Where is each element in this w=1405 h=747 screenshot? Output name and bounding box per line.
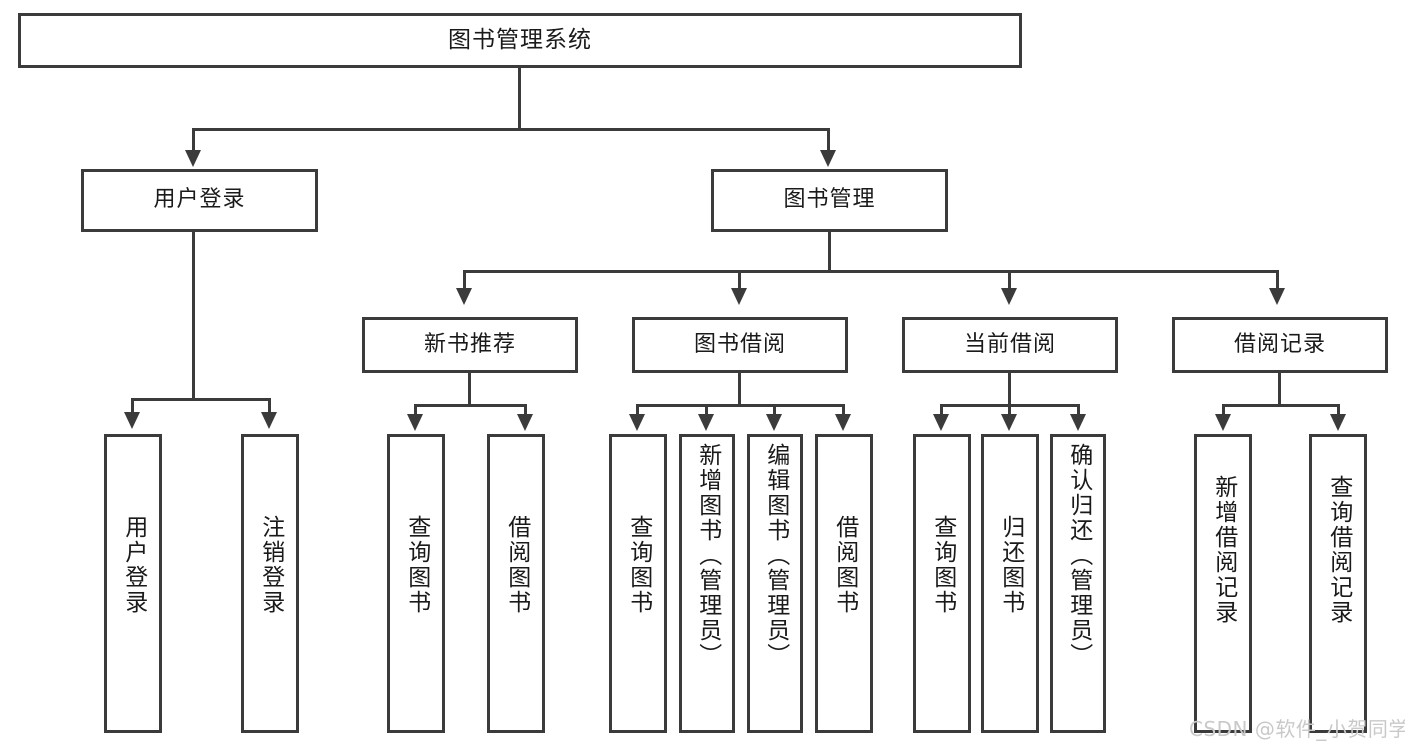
arrow-user-login-to-leaf-1 [124, 412, 140, 429]
connector-borrow-records-to-leaf-2 [1337, 404, 1340, 418]
node-label: 图书管理 [783, 187, 876, 213]
arrow-root-to-user-login [185, 150, 201, 167]
node-label: 编辑图书（管理员） [762, 443, 789, 668]
node-label: 查询图书 [625, 515, 652, 615]
connector-current-borrow-to-leaf-1 [940, 404, 943, 418]
arrow-book-mgmt-to-new-book [456, 288, 472, 305]
watermark-text: CSDN @软件_小贺同学 [1189, 717, 1405, 741]
node-label: 图书管理系统 [448, 26, 592, 53]
connector-new-book-stem [468, 373, 471, 406]
connector-book-borrow-bus [636, 404, 845, 407]
connector-borrow-records-to-leaf-1 [1222, 404, 1225, 418]
node-user-login[interactable]: 用户登录 [81, 169, 318, 232]
connector-current-borrow-to-leaf-3 [1077, 404, 1080, 418]
node-label: 注销登录 [257, 515, 284, 615]
leaf-query-book-from-borrow[interactable]: 查询图书 [609, 434, 667, 733]
node-label: 图书借阅 [693, 331, 786, 357]
arrow-root-to-book-mgmt [820, 150, 836, 167]
node-label: 新增借阅记录 [1210, 475, 1237, 625]
node-new-book-recommend[interactable]: 新书推荐 [362, 317, 578, 373]
node-label: 归还图书 [997, 515, 1024, 615]
connector-book-borrow-to-leaf-2 [705, 404, 708, 418]
connector-book-mgmt-stem [828, 232, 831, 272]
leaf-query-book-from-current[interactable]: 查询图书 [913, 434, 971, 733]
connector-book-mgmt-to-borrow [738, 270, 741, 292]
arrow-new-book-to-leaf-2 [517, 414, 533, 431]
connector-book-mgmt-to-current [1008, 270, 1011, 292]
leaf-return-book[interactable]: 归还图书 [981, 434, 1039, 733]
leaf-query-book-from-new-book[interactable]: 查询图书 [387, 434, 445, 733]
node-label: 查询图书 [403, 515, 430, 615]
connector-root-to-user-login [192, 128, 195, 154]
connector-user-login-bus [131, 398, 271, 401]
arrow-current-borrow-to-leaf-3 [1070, 414, 1086, 431]
connector-current-borrow-stem [1008, 373, 1011, 406]
leaf-borrow-book-from-new-book[interactable]: 借阅图书 [487, 434, 545, 733]
arrow-book-borrow-to-leaf-2 [698, 414, 714, 431]
leaf-user-login[interactable]: 用户登录 [104, 434, 162, 733]
connector-new-book-to-leaf-1 [414, 404, 417, 418]
node-book-management[interactable]: 图书管理 [711, 169, 948, 232]
arrow-borrow-records-to-leaf-1 [1215, 414, 1231, 431]
arrow-book-borrow-to-leaf-1 [629, 414, 645, 431]
connector-root-bus [192, 128, 830, 131]
leaf-confirm-return-admin[interactable]: 确认归还（管理员） [1050, 434, 1106, 733]
arrow-new-book-to-leaf-1 [407, 414, 423, 431]
connector-book-mgmt-to-new-book [463, 270, 466, 292]
arrow-borrow-records-to-leaf-2 [1330, 414, 1346, 431]
arrow-book-borrow-to-leaf-3 [766, 414, 782, 431]
node-book-borrow[interactable]: 图书借阅 [632, 317, 848, 373]
leaf-edit-book-admin[interactable]: 编辑图书（管理员） [747, 434, 803, 733]
leaf-add-book-admin[interactable]: 新增图书（管理员） [679, 434, 735, 733]
arrow-book-mgmt-to-borrow [731, 288, 747, 305]
leaf-borrow-book-from-borrow[interactable]: 借阅图书 [815, 434, 873, 733]
connector-borrow-records-bus [1222, 404, 1340, 407]
node-label: 用户登录 [153, 187, 246, 213]
connector-user-login-stem [192, 232, 195, 400]
connector-book-borrow-stem [738, 373, 741, 406]
leaf-add-borrow-record[interactable]: 新增借阅记录 [1194, 434, 1252, 733]
connector-user-login-to-leaf-1 [131, 398, 134, 416]
connector-current-borrow-to-leaf-2 [1008, 404, 1011, 418]
node-current-borrow[interactable]: 当前借阅 [902, 317, 1118, 373]
connector-root-to-book-mgmt [827, 128, 830, 154]
connector-root-stem [518, 68, 521, 130]
arrow-book-mgmt-to-records [1269, 288, 1285, 305]
connector-book-borrow-to-leaf-1 [636, 404, 639, 418]
node-label: 查询借阅记录 [1325, 475, 1352, 625]
connector-book-mgmt-to-records [1276, 270, 1279, 292]
node-root-system[interactable]: 图书管理系统 [18, 13, 1022, 68]
node-label: 借阅图书 [831, 515, 858, 615]
arrow-book-mgmt-to-current [1001, 288, 1017, 305]
connector-book-borrow-to-leaf-3 [773, 404, 776, 418]
node-label: 查询图书 [929, 515, 956, 615]
node-label: 当前借阅 [963, 331, 1056, 357]
arrow-current-borrow-to-leaf-1 [933, 414, 949, 431]
connector-new-book-bus [414, 404, 527, 407]
node-label: 确认归还（管理员） [1065, 443, 1092, 668]
arrow-current-borrow-to-leaf-2 [1001, 414, 1017, 431]
arrow-book-borrow-to-leaf-4 [835, 414, 851, 431]
arrow-user-login-to-leaf-2 [261, 412, 277, 429]
connector-new-book-to-leaf-2 [524, 404, 527, 418]
connector-borrow-records-stem [1278, 373, 1281, 406]
leaf-query-borrow-record[interactable]: 查询借阅记录 [1309, 434, 1367, 733]
node-label: 新增图书（管理员） [694, 443, 721, 668]
connector-book-borrow-to-leaf-4 [842, 404, 845, 418]
connector-user-login-to-leaf-2 [268, 398, 271, 416]
node-borrow-records[interactable]: 借阅记录 [1172, 317, 1388, 373]
connector-book-mgmt-bus [463, 270, 1279, 273]
node-label: 借阅图书 [503, 515, 530, 615]
leaf-logout[interactable]: 注销登录 [241, 434, 299, 733]
node-label: 新书推荐 [423, 331, 516, 357]
node-label: 用户登录 [120, 515, 147, 615]
node-label: 借阅记录 [1233, 331, 1326, 357]
